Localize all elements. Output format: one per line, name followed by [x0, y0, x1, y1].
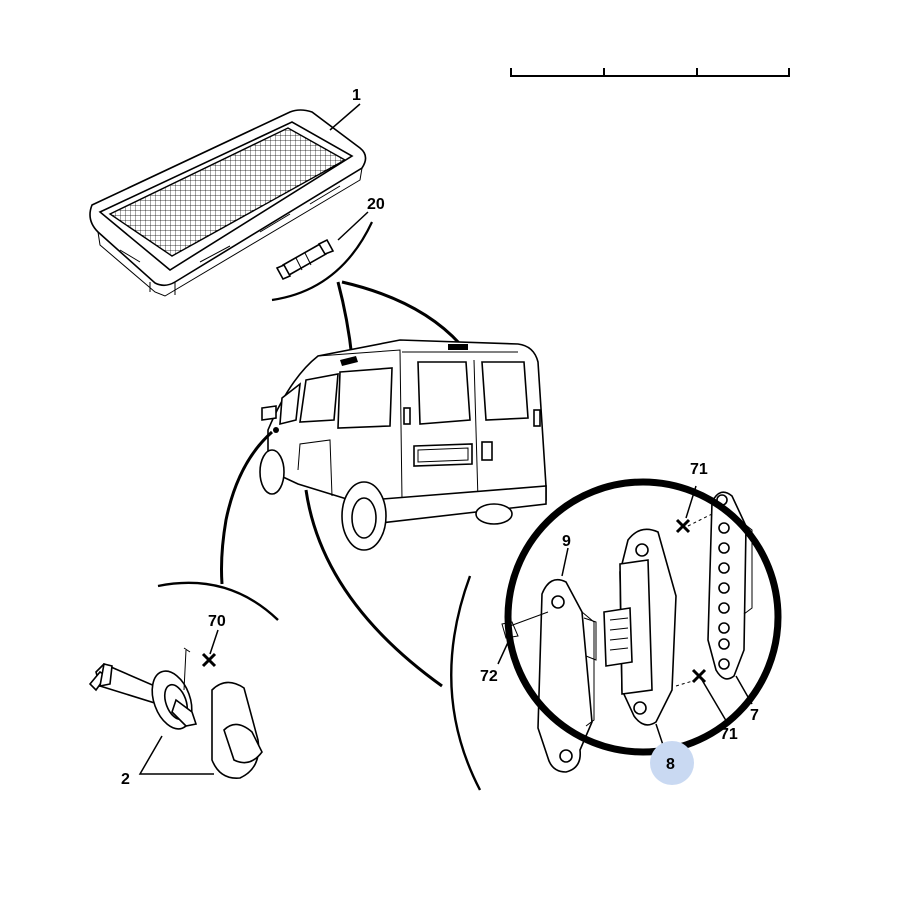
leader-2 [138, 735, 214, 775]
callout-71-lower: 71 [720, 726, 738, 743]
leader-70 [209, 629, 219, 655]
lamp-body-part-8 [603, 528, 677, 726]
connector-roof-left [336, 281, 354, 359]
interior-lamp-part-1 [89, 109, 367, 297]
callout-1: 1 [352, 87, 361, 104]
x-mark-70 [201, 652, 217, 668]
leader-1 [329, 103, 361, 131]
connector-rear [304, 489, 443, 688]
lens-strip-part-7 [707, 491, 753, 680]
callout-8: 8 [666, 756, 675, 773]
festoon-bulb-part-20 [271, 221, 373, 302]
callout-20: 20 [367, 196, 385, 213]
callout-72: 72 [480, 668, 498, 685]
detail-arc-part-2 [157, 581, 279, 621]
side-marker-part-2 [88, 647, 263, 779]
leader-71-lower [701, 679, 729, 725]
plate-lamp-housing-part-9 [501, 578, 597, 773]
callout-2: 2 [121, 771, 130, 788]
callout-71-upper: 71 [690, 461, 708, 478]
connector-side-left [220, 430, 273, 585]
callout-7: 7 [750, 707, 759, 724]
callout-8-highlight [650, 741, 694, 785]
connector-roof-right [341, 280, 462, 346]
leader-20 [337, 211, 369, 241]
callout-70: 70 [208, 613, 226, 630]
detail-arc-rear [450, 575, 482, 791]
callout-9: 9 [562, 533, 571, 550]
x-mark-71-upper [675, 518, 691, 534]
dash-71-upper [687, 513, 713, 527]
scale-bar [510, 68, 790, 77]
highlight-ring [504, 478, 782, 756]
van-illustration [259, 339, 547, 551]
leader-9 [561, 547, 569, 577]
